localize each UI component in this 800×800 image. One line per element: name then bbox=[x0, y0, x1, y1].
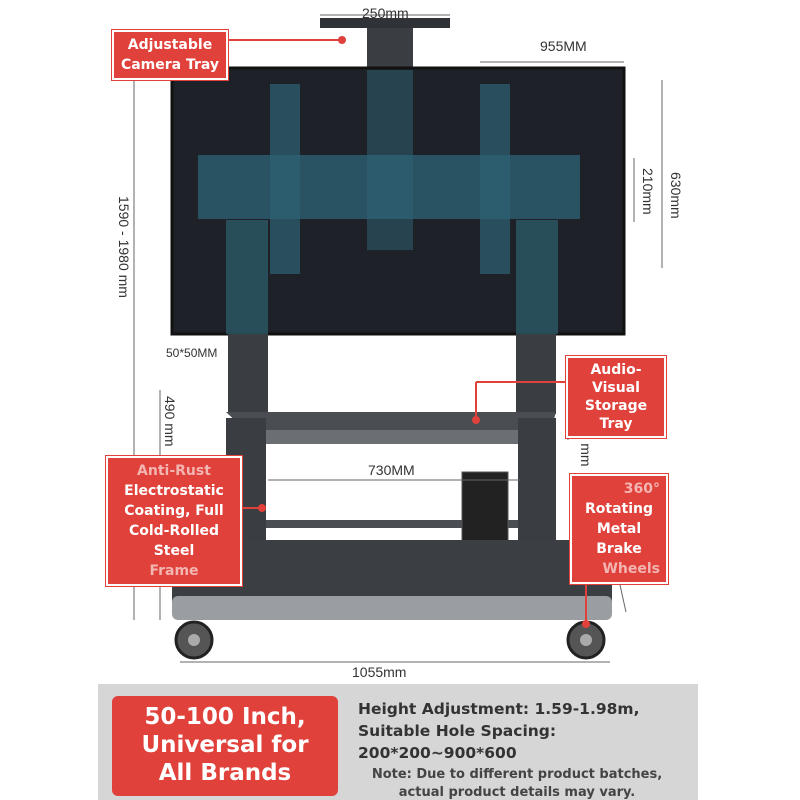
storage-tray-callout: Audio-Visual Storage Tray bbox=[566, 356, 666, 438]
right-leg bbox=[516, 334, 556, 414]
shelf-width-label: 730MM bbox=[368, 462, 415, 478]
camera-tray-width-label: 250mm bbox=[362, 5, 409, 21]
lower-shelf bbox=[266, 520, 518, 528]
screen-height-label: 630mm bbox=[668, 172, 684, 219]
screen-width-label: 955MM bbox=[540, 38, 587, 54]
mount-bracket-shape bbox=[198, 155, 580, 219]
headline-box: 50-100 Inch, Universal for All Brands bbox=[112, 696, 338, 796]
base-width-label: 1055mm bbox=[352, 664, 407, 680]
camera-tray-shape bbox=[320, 18, 450, 28]
spec-text: Height Adjustment: 1.59-1.98m, Suitable … bbox=[358, 700, 640, 762]
note-text: Note: Due to different product batches, … bbox=[371, 767, 663, 800]
tray-height-label: 490 mm bbox=[162, 396, 178, 447]
center-column bbox=[367, 28, 413, 70]
min-hole-spacing-label: 50*50MM bbox=[166, 346, 218, 360]
camera-tray-callout: Adjustable Camera Tray bbox=[112, 30, 228, 80]
left-leg bbox=[228, 334, 268, 414]
hole-vertical-label: 210mm bbox=[640, 168, 656, 215]
frame-callout: Anti-Rust Electrostatic Coating, Full Co… bbox=[106, 456, 242, 586]
height-range-label: 1590 - 1980 mm bbox=[116, 196, 132, 298]
wheels-callout: 360° Rotating Metal Brake Wheels bbox=[570, 474, 668, 584]
